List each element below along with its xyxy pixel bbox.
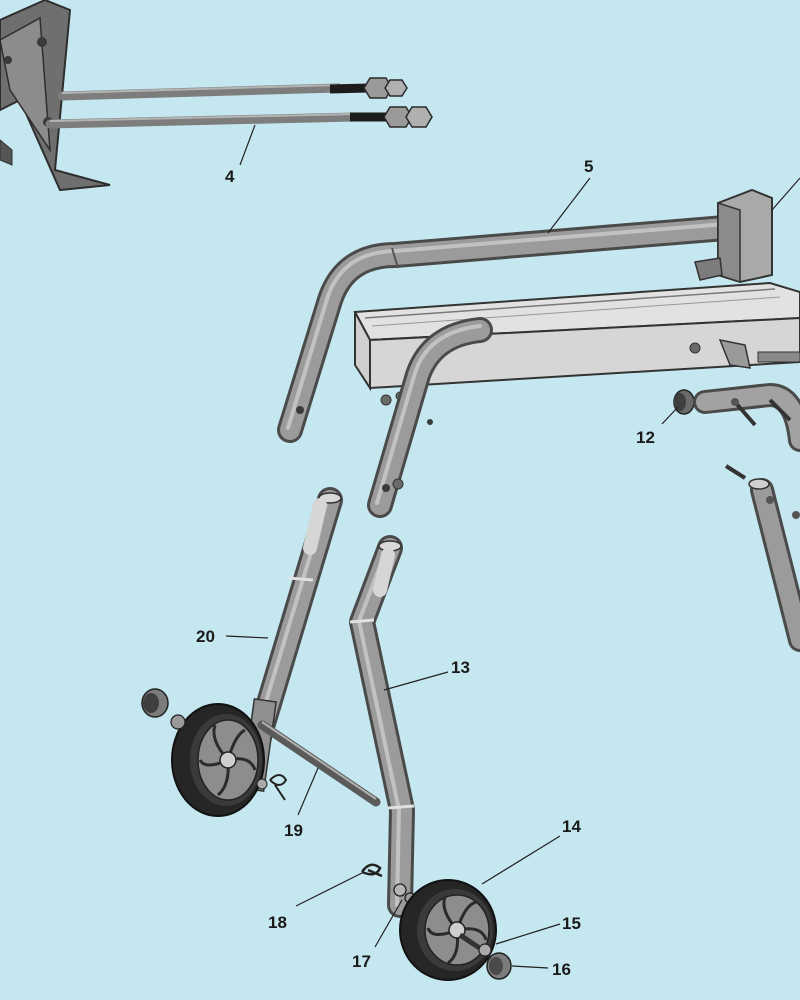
top-handle-tube	[277, 215, 738, 443]
right-front-leg-13	[349, 535, 415, 918]
callout-labels: 4 5 12 13 14 15 16 17 18 19 20	[196, 157, 655, 979]
right-lower-leg	[724, 464, 800, 652]
callout-18: 18	[268, 913, 287, 932]
callout-17: 17	[352, 952, 371, 971]
left-hub-cap	[141, 688, 186, 730]
callout-14: 14	[562, 817, 581, 836]
front-leg-upper-tube	[367, 317, 493, 518]
left-cotter-pin	[256, 774, 288, 801]
end-cap-12	[673, 389, 695, 415]
leader-5	[547, 177, 591, 234]
callout-4: 4	[225, 167, 235, 186]
callout-19: 19	[284, 821, 303, 840]
callout-12: 12	[636, 428, 655, 447]
leader-16	[511, 965, 549, 969]
leader-14	[481, 835, 561, 885]
leader-13	[383, 671, 449, 691]
leader-19	[297, 767, 319, 816]
callout-5: 5	[584, 157, 593, 176]
leader-4	[239, 124, 256, 166]
leader-lines	[225, 124, 679, 969]
axle-washer-15	[458, 932, 492, 958]
pusher-plate-assembly	[0, 0, 111, 192]
hub-cap-16	[486, 952, 512, 980]
left-wheel	[171, 703, 265, 817]
axle-rod-19	[257, 720, 381, 807]
callout-20: 20	[196, 627, 215, 646]
wedge-block	[694, 177, 800, 284]
leader-17	[374, 899, 403, 948]
leader-20	[225, 635, 269, 639]
leader-15	[495, 923, 561, 945]
leader-18	[295, 871, 365, 907]
tie-rod-lower	[45, 106, 433, 129]
right-elbow-tube	[693, 383, 800, 452]
cotter-pin-18	[360, 863, 383, 878]
callout-16: 16	[552, 960, 571, 979]
tie-rod-upper	[57, 77, 408, 101]
callout-13: 13	[451, 658, 470, 677]
callout-15: 15	[562, 914, 581, 933]
leader-12	[661, 406, 679, 425]
right-wheel-14	[399, 879, 497, 981]
